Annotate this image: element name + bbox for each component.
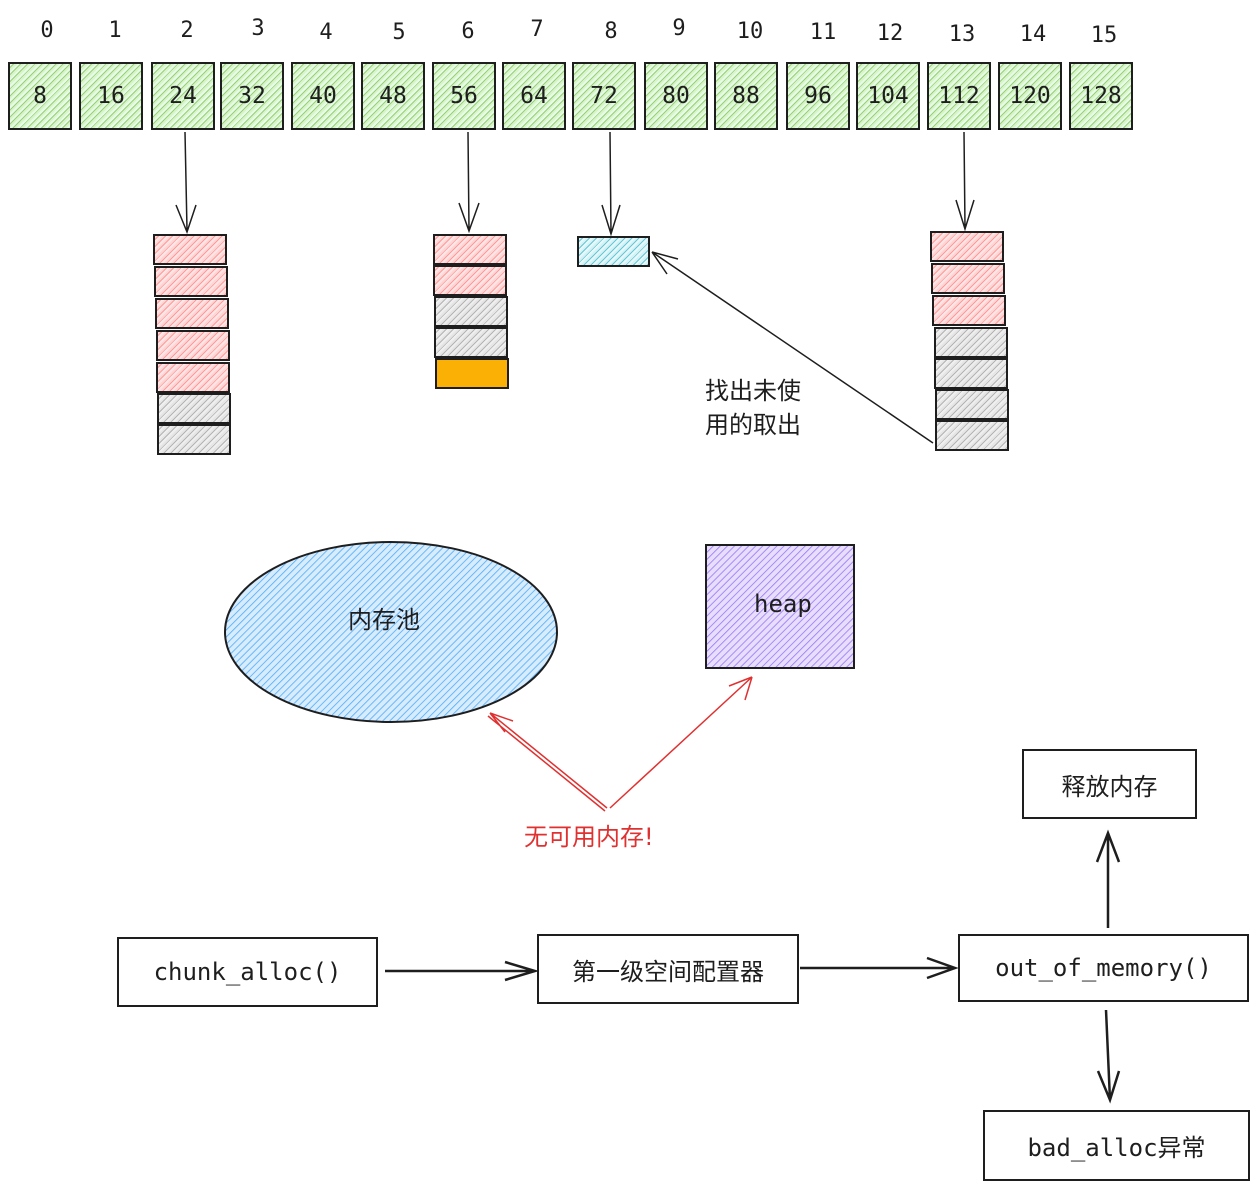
used-block	[932, 295, 1006, 326]
slot-index: 0	[40, 18, 54, 43]
annotation-line: 用的取出	[705, 411, 801, 439]
slot-index: 15	[1090, 23, 1118, 48]
arrow-oom-to-release	[1095, 829, 1121, 928]
slot-cell[interactable]: 64	[502, 62, 566, 130]
used-block	[156, 362, 230, 393]
arrow-slot13	[955, 131, 975, 232]
release-memory-box[interactable]: 释放内存	[1022, 749, 1197, 819]
slot-index: 2	[180, 18, 194, 43]
used-block	[930, 231, 1004, 262]
free-block	[934, 327, 1008, 358]
slot-index: 10	[736, 19, 764, 44]
slot-index: 11	[809, 20, 837, 45]
slot-index: 7	[530, 17, 544, 42]
slot-cell[interactable]: 32	[220, 62, 284, 130]
slot-index: 5	[392, 20, 406, 45]
slot-cell[interactable]: 56	[432, 62, 496, 130]
slot-index: 14	[1019, 22, 1047, 47]
arrow-slot6	[458, 131, 480, 234]
used-block	[156, 330, 230, 361]
used-block	[155, 298, 229, 329]
slot-cell[interactable]: 80	[644, 62, 708, 130]
heap-box	[705, 544, 855, 669]
slot-index: 13	[948, 22, 976, 47]
arrow-take-out	[651, 251, 934, 444]
used-block	[931, 263, 1005, 294]
slot-cell[interactable]: 88	[714, 62, 778, 130]
slot-cell[interactable]: 96	[786, 62, 850, 130]
chunk-alloc-box[interactable]: chunk_alloc()	[117, 937, 378, 1007]
free-block	[434, 327, 508, 358]
slot-cell[interactable]: 128	[1069, 62, 1133, 130]
allocated-block	[435, 358, 509, 389]
slot-cell[interactable]: 72	[572, 62, 636, 130]
no-memory-label: 无可用内存!	[524, 823, 654, 851]
arrow-oom-to-badalloc	[1096, 1009, 1121, 1104]
slot-index: 3	[251, 16, 265, 41]
slot-index: 4	[319, 20, 333, 45]
slot-cell[interactable]: 120	[998, 62, 1062, 130]
free-block	[434, 296, 508, 327]
free-block	[157, 424, 231, 455]
out-of-memory-box[interactable]: out_of_memory()	[958, 934, 1249, 1002]
slot-index: 6	[461, 19, 475, 44]
slot-cell[interactable]: 48	[361, 62, 425, 130]
arrow-no-memory-pool	[487, 712, 608, 812]
free-block	[157, 393, 231, 424]
memory-pool-ellipse	[224, 541, 558, 723]
bad-alloc-box[interactable]: bad_alloc异常	[983, 1110, 1250, 1181]
first-level-allocator-box[interactable]: 第一级空间配置器	[537, 934, 799, 1004]
free-block	[935, 420, 1009, 451]
arrow-no-memory-heap	[609, 676, 753, 809]
slot-index: 9	[672, 16, 686, 41]
arrow-slot2	[175, 131, 197, 235]
free-block	[935, 389, 1009, 420]
slot-cell[interactable]: 40	[291, 62, 355, 130]
slot-index: 1	[108, 18, 122, 43]
free-block	[934, 358, 1008, 389]
slot-cell[interactable]: 8	[8, 62, 72, 130]
slot-cell[interactable]: 112	[927, 62, 991, 130]
arrow-chunk-to-first	[385, 960, 540, 982]
used-block	[433, 265, 507, 296]
used-block	[154, 266, 228, 297]
taken-block	[577, 236, 650, 267]
slot-index: 8	[604, 19, 618, 44]
arrow-slot8	[601, 131, 621, 237]
slot-cell[interactable]: 24	[151, 62, 215, 130]
slot-cell[interactable]: 104	[856, 62, 920, 130]
arrow-first-to-oom	[800, 956, 959, 980]
annotation-line: 找出未使	[705, 377, 801, 405]
find-unused-annotation: 找出未使 用的取出	[705, 374, 801, 442]
memory-pool-label: 内存池	[348, 606, 420, 634]
heap-label: heap	[754, 590, 812, 618]
slot-cell[interactable]: 16	[79, 62, 143, 130]
used-block	[433, 234, 507, 265]
used-block	[153, 234, 227, 265]
slot-index: 12	[876, 21, 904, 46]
